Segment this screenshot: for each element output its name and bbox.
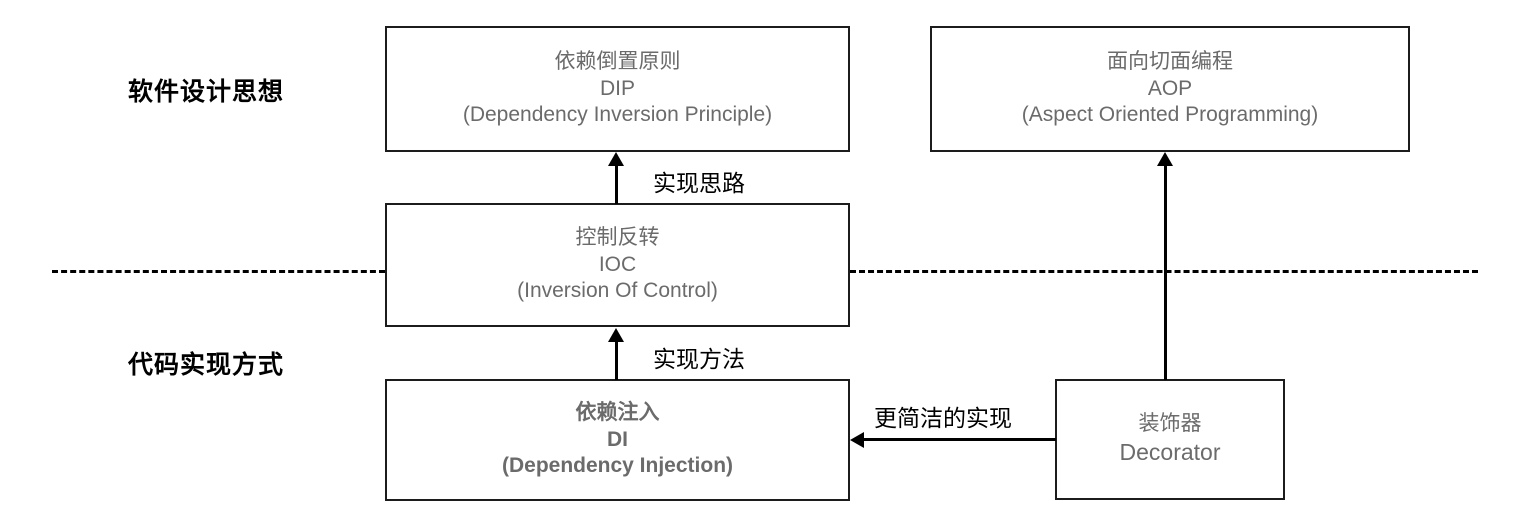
tier-divider-dashed-left — [52, 270, 385, 273]
node-aop-english: (Aspect Oriented Programming) — [1021, 103, 1319, 127]
node-di-abbr: DI — [607, 427, 628, 451]
arrow-up-icon-ioc-to-dip — [608, 152, 624, 166]
node-dip-abbr: DIP — [599, 76, 635, 100]
node-dip-chinese: 依赖倒置原则 — [554, 49, 681, 73]
node-decorator-english: Decorator — [1119, 439, 1221, 466]
node-di-english: (Dependency Injection) — [501, 454, 734, 478]
arrow-up-icon-di-to-ioc — [608, 328, 624, 342]
node-dip-english: (Dependency Inversion Principle) — [462, 103, 773, 127]
node-dip[interactable]: 依赖倒置原则 DIP (Dependency Inversion Princip… — [385, 26, 850, 152]
node-di-chinese: 依赖注入 — [575, 400, 660, 424]
connector-decorator-to-aop — [1164, 166, 1167, 380]
node-ioc[interactable]: 控制反转 IOC (Inversion Of Control) — [385, 203, 850, 327]
connector-decorator-to-di — [864, 438, 1056, 441]
node-decorator-chinese: 装饰器 — [1138, 412, 1202, 436]
edge-label-decorator-to-di: 更简洁的实现 — [874, 405, 1012, 431]
node-ioc-chinese: 控制反转 — [575, 225, 660, 249]
arrow-up-icon-decorator-to-aop — [1157, 152, 1173, 166]
tier-label-code-implementation: 代码实现方式 — [128, 351, 285, 379]
tier-label-software-design: 软件设计思想 — [128, 78, 285, 106]
node-aop-chinese: 面向切面编程 — [1107, 49, 1233, 73]
connector-di-to-ioc — [615, 342, 618, 380]
connector-ioc-to-dip — [615, 166, 618, 204]
edge-label-di-to-ioc: 实现方法 — [653, 346, 745, 372]
node-di[interactable]: 依赖注入 DI (Dependency Injection) — [385, 379, 850, 501]
node-aop-abbr: AOP — [1147, 76, 1193, 100]
edge-label-ioc-to-dip: 实现思路 — [653, 170, 745, 196]
node-decorator[interactable]: 装饰器 Decorator — [1055, 379, 1285, 500]
node-aop[interactable]: 面向切面编程 AOP (Aspect Oriented Programming) — [930, 26, 1410, 152]
node-ioc-english: (Inversion Of Control) — [517, 279, 718, 303]
arrow-left-icon-decorator-to-di — [850, 432, 864, 448]
node-ioc-abbr: IOC — [598, 252, 637, 276]
